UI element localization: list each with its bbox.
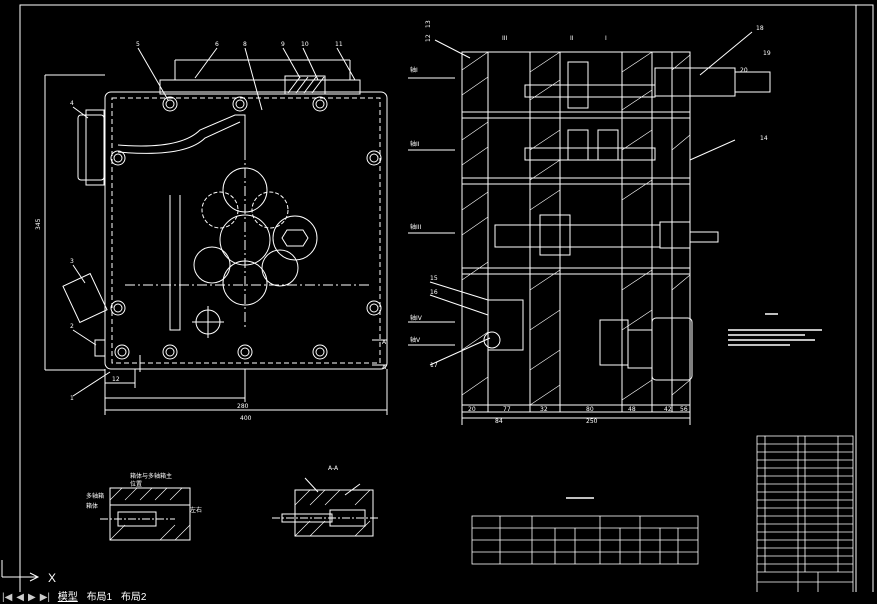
detail-label-2: 箱体 <box>86 502 98 510</box>
svg-text:84: 84 <box>495 418 503 425</box>
layout-tab-bar: |◀◀ ▶▶| 模型 布局1 布局2 <box>0 592 877 604</box>
svg-text:20: 20 <box>740 67 748 74</box>
svg-text:280: 280 <box>237 403 249 410</box>
svg-text:II: II <box>570 35 574 42</box>
svg-text:3: 3 <box>70 258 74 265</box>
title-block <box>756 435 854 595</box>
detail-title-1: 箱体与多轴箱主 <box>130 472 172 480</box>
svg-text:14: 14 <box>760 135 768 142</box>
svg-text:12: 12 <box>425 34 432 42</box>
detail-view-left <box>100 487 191 541</box>
svg-text:10: 10 <box>301 41 309 48</box>
svg-text:A: A <box>382 364 387 371</box>
svg-text:77: 77 <box>503 406 511 413</box>
detail-label-1: 多轴箱 <box>86 492 104 500</box>
ucs-x-label: X <box>48 571 56 585</box>
svg-text:轴IV: 轴IV <box>410 314 423 322</box>
svg-text:2: 2 <box>70 323 74 330</box>
svg-text:42: 42 <box>664 406 672 413</box>
svg-text:250: 250 <box>586 418 598 425</box>
svg-text:17: 17 <box>430 362 438 369</box>
svg-text:16: 16 <box>430 289 438 296</box>
svg-text:13: 13 <box>425 20 432 28</box>
svg-text:345: 345 <box>35 218 42 230</box>
svg-text:轴V: 轴V <box>410 336 421 344</box>
svg-text:48: 48 <box>628 406 636 413</box>
svg-text:A: A <box>382 339 387 346</box>
tab-nav-first-button[interactable]: |◀ <box>2 592 13 603</box>
technical-notes <box>728 313 822 346</box>
side-view <box>408 31 771 425</box>
svg-text:80: 80 <box>586 406 594 413</box>
svg-text:轴III: 轴III <box>410 223 422 231</box>
svg-text:轴I: 轴I <box>410 66 418 74</box>
svg-text:5: 5 <box>136 41 140 48</box>
tab-nav-prev-button[interactable]: ◀ <box>16 592 24 603</box>
detail-label-3: 左右 <box>190 506 202 514</box>
svg-text:III: III <box>502 35 508 42</box>
svg-text:9: 9 <box>281 41 285 48</box>
svg-text:15: 15 <box>430 275 438 282</box>
detail-title-2: 位置 <box>130 480 142 488</box>
svg-text:18: 18 <box>756 25 764 32</box>
svg-text:1: 1 <box>70 395 74 402</box>
svg-text:400: 400 <box>240 415 252 422</box>
section-view-aa <box>272 477 380 537</box>
svg-text:12: 12 <box>112 376 120 383</box>
front-view <box>44 47 388 415</box>
svg-text:11: 11 <box>335 41 343 48</box>
tab-nav-next-button[interactable]: ▶ <box>28 592 36 603</box>
svg-text:8: 8 <box>243 41 247 48</box>
tab-layout2[interactable]: 布局2 <box>120 592 147 603</box>
svg-text:20: 20 <box>468 406 476 413</box>
detail-view-left-labels: 箱体与多轴箱主 位置 多轴箱 箱体 左右 <box>86 472 202 514</box>
svg-text:56: 56 <box>680 406 688 413</box>
svg-text:19: 19 <box>763 50 771 57</box>
ucs-icon <box>1 560 40 582</box>
svg-text:6: 6 <box>215 41 219 48</box>
svg-text:4: 4 <box>70 100 74 107</box>
svg-text:I: I <box>605 35 607 42</box>
tab-model[interactable]: 模型 <box>57 592 78 603</box>
front-view-labels: 5 6 8 9 10 11 4 3 2 1 280 400 12 345 A A <box>35 41 387 422</box>
section-title: A-A <box>328 465 339 472</box>
svg-text:32: 32 <box>540 406 548 413</box>
parameter-table <box>471 515 699 565</box>
tab-layout1[interactable]: 布局1 <box>86 592 113 603</box>
tab-nav-last-button[interactable]: ▶| <box>39 592 50 603</box>
svg-text:轴II: 轴II <box>410 140 420 148</box>
sheet-border <box>19 4 874 595</box>
